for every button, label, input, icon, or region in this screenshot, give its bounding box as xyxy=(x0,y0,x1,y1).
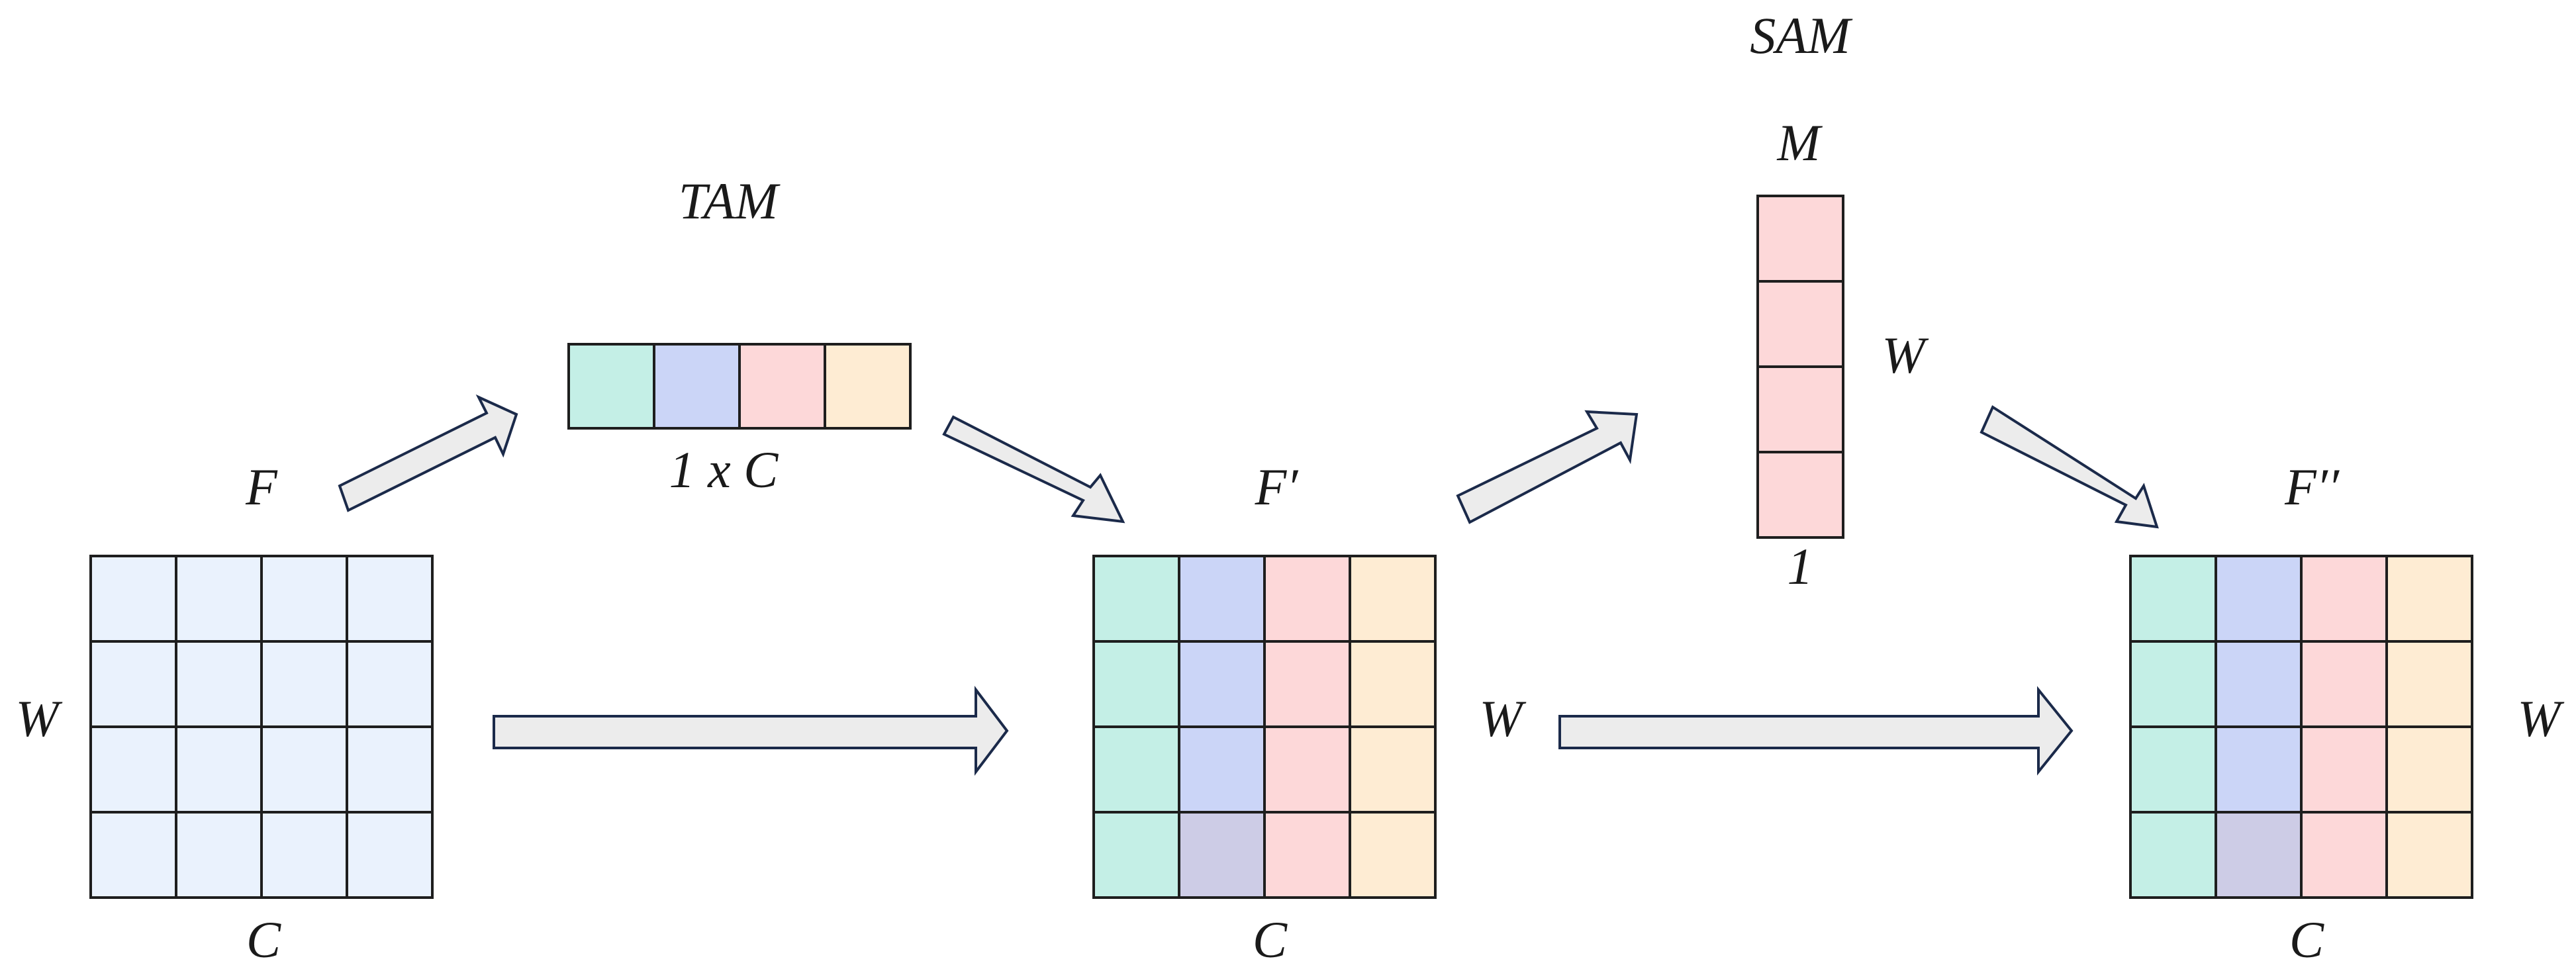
grid-cell xyxy=(346,555,434,643)
grid-cell xyxy=(2129,640,2217,728)
arrow-f-to-tam xyxy=(338,394,518,512)
label-c-right: C xyxy=(2289,911,2324,968)
grid-cell xyxy=(260,640,348,728)
label-f-double-prime: F′′ xyxy=(2284,458,2340,516)
label-sam-bottom-dimension: 1 xyxy=(1788,537,1813,595)
grid-cell xyxy=(1349,640,1437,728)
grid-cell xyxy=(346,811,434,899)
grid-cell xyxy=(1092,555,1180,643)
grid-cell xyxy=(2300,811,2388,899)
label-w-right: W xyxy=(2518,690,2565,747)
grid-cell xyxy=(346,640,434,728)
grid-cell xyxy=(2300,555,2388,643)
grid-cell xyxy=(1092,811,1180,899)
grid-cell xyxy=(2215,555,2303,643)
sam-vector-cell xyxy=(1756,195,1844,283)
grid-cell xyxy=(1263,725,1351,814)
grid-cell xyxy=(1349,555,1437,643)
label-sam-side-dimension: W xyxy=(1882,326,1929,384)
flow-arrows xyxy=(338,394,2159,776)
grid-cell xyxy=(260,811,348,899)
arrow-sam-to-f-double-prime xyxy=(1980,405,2159,529)
tam-channel-attention-vector xyxy=(567,343,912,430)
grid-cell xyxy=(1349,811,1437,899)
label-sam-top-dimension: M xyxy=(1777,114,1823,171)
label-c-middle: C xyxy=(1253,911,1288,968)
tam-vector-cell xyxy=(824,343,912,430)
grid-cell xyxy=(2215,725,2303,814)
label-tam-dimensions: 1 x C xyxy=(669,441,779,498)
tam-vector-cell xyxy=(738,343,826,430)
grid-cell xyxy=(2215,811,2303,899)
grid-cell xyxy=(2385,640,2473,728)
grid-cell xyxy=(175,555,263,643)
grid-cell xyxy=(260,725,348,814)
grid-cell xyxy=(1263,640,1351,728)
label-c-left: C xyxy=(246,911,281,968)
grid-cell xyxy=(346,725,434,814)
grid-cell xyxy=(89,555,177,643)
grid-cell xyxy=(1263,555,1351,643)
grid-cell xyxy=(2385,811,2473,899)
output-feature-map-grid xyxy=(2129,555,2473,899)
grid-cell xyxy=(1178,725,1266,814)
arrow-f-prime-to-f-double-prime xyxy=(1558,686,2074,776)
grid-cell xyxy=(2215,640,2303,728)
grid-cell xyxy=(175,725,263,814)
sam-spatial-attention-vector xyxy=(1756,195,1844,539)
grid-cell xyxy=(175,811,263,899)
grid-cell xyxy=(2129,725,2217,814)
arrow-tam-to-f-prime xyxy=(942,415,1125,524)
grid-cell xyxy=(2385,725,2473,814)
grid-cell xyxy=(2129,811,2217,899)
label-w-middle: W xyxy=(1480,690,1527,747)
grid-cell xyxy=(1178,555,1266,643)
grid-cell xyxy=(260,555,348,643)
grid-cell xyxy=(2385,555,2473,643)
arrow-f-prime-to-sam xyxy=(1456,410,1639,524)
sam-vector-cell xyxy=(1756,280,1844,368)
label-f-prime: F′ xyxy=(1255,458,1300,516)
label-tam: TAM xyxy=(679,172,781,230)
grid-cell xyxy=(2129,555,2217,643)
grid-cell xyxy=(1178,640,1266,728)
sam-vector-cell xyxy=(1756,365,1844,453)
tam-vector-cell xyxy=(567,343,655,430)
label-w-left: W xyxy=(16,690,63,747)
input-feature-map-grid xyxy=(89,555,434,899)
grid-cell xyxy=(89,811,177,899)
label-sam: SAM xyxy=(1750,7,1853,64)
grid-cell xyxy=(1178,811,1266,899)
sam-vector-cell xyxy=(1756,451,1844,539)
grid-cell xyxy=(1349,725,1437,814)
arrow-f-to-f-prime xyxy=(493,686,1009,776)
grid-cell xyxy=(2300,725,2388,814)
label-f: F xyxy=(245,458,278,516)
grid-cell xyxy=(1263,811,1351,899)
grid-cell xyxy=(89,725,177,814)
grid-cell xyxy=(1092,725,1180,814)
channel-attended-feature-map-grid xyxy=(1092,555,1437,899)
grid-cell xyxy=(1092,640,1180,728)
grid-cell xyxy=(2300,640,2388,728)
grid-cell xyxy=(175,640,263,728)
tam-vector-cell xyxy=(653,343,741,430)
grid-cell xyxy=(89,640,177,728)
